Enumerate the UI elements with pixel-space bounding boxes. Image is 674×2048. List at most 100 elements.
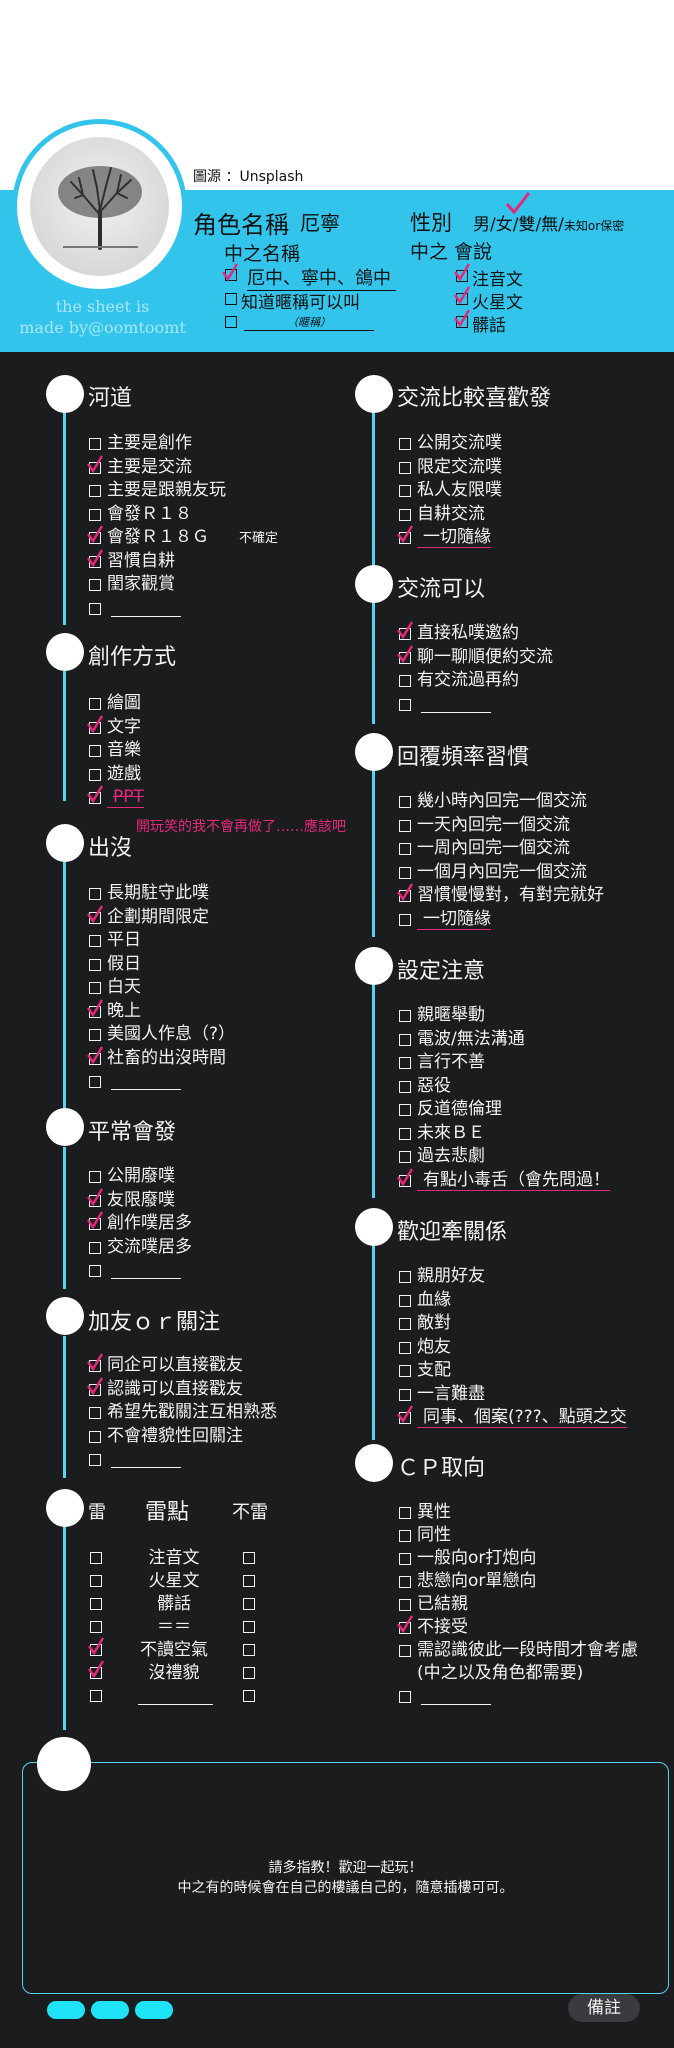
section-title-usual: 平常會發 xyxy=(88,1120,177,1145)
reply-checkbox[interactable] xyxy=(399,843,411,855)
cp-checkbox[interactable] xyxy=(399,1599,411,1611)
reply-checkbox[interactable] xyxy=(399,796,411,808)
pill-tab-1[interactable] xyxy=(47,2001,85,2019)
section-dot xyxy=(46,1108,84,1146)
prefer-checkbox[interactable] xyxy=(399,508,411,521)
caution-checkbox[interactable] xyxy=(399,1033,411,1046)
check-mark-icon xyxy=(397,883,413,902)
caution-item-label: 親暱舉動 xyxy=(417,1005,485,1025)
friend-checkbox[interactable] xyxy=(89,1454,101,1466)
exchange-checkbox[interactable] xyxy=(399,675,411,687)
prefer-item-label: 限定交流噗 xyxy=(417,456,502,477)
not-mine-checkbox[interactable] xyxy=(243,1644,255,1656)
friend-checkbox[interactable] xyxy=(89,1430,101,1443)
friend-checkbox[interactable] xyxy=(89,1407,101,1419)
relation-checkbox[interactable] xyxy=(399,1365,411,1377)
relation-checkbox[interactable] xyxy=(399,1388,411,1401)
appear-item-label: 平日 xyxy=(107,930,141,950)
usual-checkbox[interactable] xyxy=(89,1171,101,1183)
cp-item-label: 同性 xyxy=(417,1525,451,1545)
usual-item-label: 公開廢噗 xyxy=(107,1166,175,1186)
pill-tab-2[interactable] xyxy=(91,2001,129,2019)
mine-checkbox[interactable] xyxy=(90,1621,102,1633)
caution-checkbox[interactable] xyxy=(399,1080,411,1093)
prefer-checkbox[interactable] xyxy=(399,461,411,474)
cp-checkbox[interactable] xyxy=(399,1645,411,1657)
create-checkbox[interactable] xyxy=(89,768,101,781)
reply-checkbox[interactable] xyxy=(399,866,411,879)
exchange-blank-line[interactable] xyxy=(421,711,491,713)
section-title-create: 創作方式 xyxy=(88,645,177,670)
exchange-item-label: 有交流過再約 xyxy=(417,670,519,690)
nickname-option-3: （暱稱） xyxy=(244,314,374,331)
hedao-checkbox[interactable] xyxy=(89,602,101,615)
relation-item-label: 敵對 xyxy=(417,1313,451,1333)
mine-item-label: ＝＝ xyxy=(157,1617,191,1637)
mine-blank-line[interactable] xyxy=(138,1704,213,1705)
appear-checkbox[interactable] xyxy=(89,935,101,947)
exchange-checkbox[interactable] xyxy=(399,698,411,711)
check-mark-icon xyxy=(454,263,470,282)
nickname-checkbox-3[interactable] xyxy=(225,316,237,328)
appear-item-label: 企劃期間限定 xyxy=(107,906,209,927)
usual-checkbox[interactable] xyxy=(89,1265,101,1277)
relation-checkbox[interactable] xyxy=(399,1271,411,1283)
reply-checkbox[interactable] xyxy=(399,819,411,832)
mine-checkbox[interactable] xyxy=(90,1552,102,1564)
caution-checkbox[interactable] xyxy=(399,1151,411,1163)
appear-checkbox[interactable] xyxy=(89,1029,101,1041)
not-mine-checkbox[interactable] xyxy=(243,1598,255,1610)
check-mark-icon xyxy=(454,286,470,305)
caution-checkbox[interactable] xyxy=(399,1057,411,1069)
mine-title: 雷點 xyxy=(145,1500,190,1525)
appear-checkbox[interactable] xyxy=(89,958,101,971)
cp-checkbox[interactable] xyxy=(399,1530,411,1542)
not-mine-checkbox[interactable] xyxy=(243,1690,255,1702)
mine-checkbox[interactable] xyxy=(90,1598,102,1610)
create-checkbox[interactable] xyxy=(89,745,101,757)
check-mark-icon xyxy=(397,621,413,640)
reply-checkbox[interactable] xyxy=(399,913,411,926)
hedao-blank-line[interactable] xyxy=(111,615,181,617)
relation-checkbox[interactable] xyxy=(399,1341,411,1354)
timeline-line xyxy=(63,862,66,1112)
caution-checkbox[interactable] xyxy=(399,1104,411,1116)
memo-button[interactable]: 備註 xyxy=(568,1994,640,2022)
appear-checkbox[interactable] xyxy=(89,888,101,900)
hedao-checkbox[interactable] xyxy=(89,579,101,591)
friend-blank-line[interactable] xyxy=(111,1467,181,1468)
hedao-checkbox[interactable] xyxy=(89,438,101,450)
relation-checkbox[interactable] xyxy=(399,1294,411,1307)
section-title-appear: 出沒 xyxy=(88,836,133,861)
cp-checkbox[interactable] xyxy=(399,1507,411,1519)
prefer-checkbox[interactable] xyxy=(399,485,411,497)
reply-item-label: 習慣慢慢對，有對完就好 xyxy=(417,885,604,905)
nickname-checkbox-2[interactable] xyxy=(225,293,237,305)
not-mine-checkbox[interactable] xyxy=(243,1552,255,1564)
cp-checkbox[interactable] xyxy=(399,1691,411,1703)
hedao-checkbox[interactable] xyxy=(89,508,101,521)
usual-checkbox[interactable] xyxy=(89,1241,101,1254)
prefer-checkbox[interactable] xyxy=(399,438,411,450)
mine-checkbox[interactable] xyxy=(90,1690,102,1702)
not-mine-checkbox[interactable] xyxy=(243,1575,255,1587)
cp-item-label: 一般向or打炮向 xyxy=(417,1548,537,1568)
section-dot xyxy=(46,375,84,413)
create-checkbox[interactable] xyxy=(89,698,101,710)
hedao-item-label: 習慣自耕 xyxy=(107,550,175,571)
caution-checkbox[interactable] xyxy=(399,1010,411,1022)
usual-blank-line[interactable] xyxy=(111,1278,181,1279)
cp-checkbox[interactable] xyxy=(399,1553,411,1565)
caution-checkbox[interactable] xyxy=(399,1127,411,1140)
appear-blank-line[interactable] xyxy=(111,1089,181,1090)
pill-tab-3[interactable] xyxy=(135,2001,173,2019)
not-mine-checkbox[interactable] xyxy=(243,1621,255,1633)
appear-checkbox[interactable] xyxy=(89,982,101,994)
hedao-checkbox[interactable] xyxy=(89,485,101,497)
mine-checkbox[interactable] xyxy=(90,1575,102,1587)
cp-blank-line[interactable] xyxy=(421,1704,491,1705)
not-mine-checkbox[interactable] xyxy=(243,1667,255,1679)
relation-checkbox[interactable] xyxy=(399,1318,411,1330)
cp-checkbox[interactable] xyxy=(399,1576,411,1588)
appear-checkbox[interactable] xyxy=(89,1076,101,1088)
